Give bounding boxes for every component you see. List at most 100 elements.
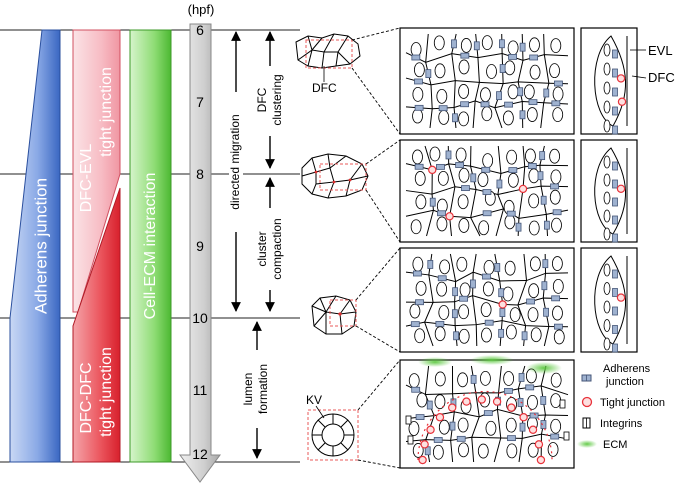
adherens-junction-mark [411,386,421,393]
adherens-junction-mark [451,39,457,49]
ecm-mark [418,357,452,367]
adherens-junction-mark [481,166,491,173]
cluster-thumbnail-2 [301,153,369,199]
adherens-junction-mark [526,298,535,305]
timeline-unit-label: (hpf) [188,2,215,17]
adherens-junction-mark [612,343,618,353]
adherens-junction-mark [612,215,618,225]
adherens-junction-mark [543,88,550,98]
tight-junction-mark [420,440,429,449]
adherens-junction-mark [414,78,423,85]
adherens-junction-mark [435,320,445,327]
adherens-junction-mark [455,162,465,168]
adherens-junction-mark [552,209,562,216]
timeline-tick-9: 9 [196,238,204,254]
timeline-tick-7: 7 [196,94,204,110]
adherens-junction-mark [426,400,433,410]
adherens-junction-mark [470,374,477,384]
callout-lines [351,27,401,469]
adherens-junction-mark [470,173,477,183]
dfc-side-label: DFC [648,70,675,85]
cell-ecm-label: Cell-ECM interaction [142,173,159,320]
dfc-dfc-label-line2: tight junction [98,347,115,437]
cell-ecm-interaction-bar: Cell-ECM interaction [129,29,172,463]
tight-junction-mark [534,440,544,449]
adherens-junction-mark [438,105,448,112]
adherens-junction-mark [436,163,445,170]
adherens-junction-mark [410,321,420,328]
tight-junction-mark [617,97,627,106]
adherens-junction-mark [480,101,490,108]
adherens-junction-mark [461,185,470,192]
tight-junction-mark [616,293,626,302]
integrin-mark [407,435,414,445]
adherens-junction-mark [433,437,443,443]
kv-thumbnail [307,409,359,461]
adherens-junction-mark [499,39,505,49]
tight-junction-mark [507,403,516,412]
adherens-junction-mark [539,151,546,161]
adherens-junction-mark [554,323,563,330]
legend-ecm-label: ECM [603,439,627,451]
side-panel-2 [580,139,638,243]
legend: Adherens junction Tight junction Integri… [577,363,665,451]
adherens-junction-mark [541,281,548,291]
adherens-junction-mark [612,161,618,171]
adherens-junction-mark [507,435,516,442]
timeline-tick-12: 12 [192,446,208,462]
adherens-junction-mark [482,189,492,195]
tight-junction-mark [616,74,626,83]
adherens-junction-mark [504,101,513,108]
adherens-junction-mark [414,163,424,170]
tight-junction-mark [616,184,626,193]
tight-junction-mark [492,397,502,406]
ecm-icon [577,440,597,448]
adherens-junction-mark [529,54,539,61]
directed-migration-label: directed migration [228,114,242,209]
adherens-junction-mark [445,150,452,160]
tight-junction-mark [462,397,471,406]
adherens-junction-mark [542,259,549,269]
adherens-junction-mark [550,183,559,190]
adherens-junction-mark [425,69,432,79]
adherens-junction-mark [612,87,618,97]
adherens-junction-mark [551,100,561,107]
adherens-junction-mark [482,273,491,280]
adherens-junction-mark [484,319,494,326]
adherens-junction-mark [499,64,506,73]
dfc-evl-label-line2: tight junction [98,67,115,157]
adherens-junction-mark [414,104,424,111]
adherens-junction-mark [525,384,535,391]
adherens-junction-mark [508,54,517,60]
tight-junction-mark [418,455,427,465]
adherens-junction-mark [452,287,459,297]
legend-item-tight: Tight junction [581,396,665,409]
adherens-junction-mark [528,99,538,106]
adherens-junction-mark [540,195,547,205]
dfc-clustering-label-line2: clustering [270,74,284,125]
detail-panel-2 [399,139,575,243]
adherens-junction-mark [469,279,476,289]
lumen-formation-label-line2: formation [256,364,270,414]
adherens-junction-mark [429,197,436,207]
detail-panel-3 [399,247,575,353]
adherens-junction-mark [496,179,503,189]
ecm-mark [526,362,562,374]
adherens-junction-mark [537,171,544,181]
evl-label: EVL [648,43,673,58]
integrin-mark [405,415,412,425]
adherens-junction-mark [515,222,522,232]
adherens-junction-mark [449,421,456,431]
tight-junction-mark [519,413,528,422]
legend-adherens-line2: junction [605,376,644,388]
adherens-junction-mark [498,328,505,338]
adherens-junction-mark [506,210,516,217]
adherens-junction-mark [612,288,618,297]
dfc-cluster-label: DFC [312,81,337,95]
tight-junction-mark [518,184,528,194]
tight-junction-mark [428,165,437,175]
timeline-tick-8: 8 [196,166,204,182]
adherens-junction-mark [496,91,502,101]
